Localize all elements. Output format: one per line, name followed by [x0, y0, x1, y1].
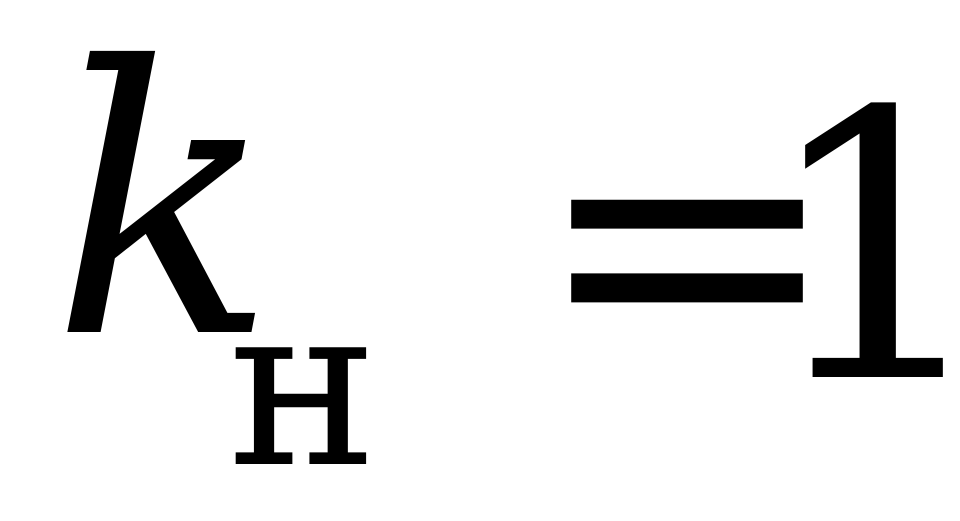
formula-equals-sign: = [532, 25, 843, 455]
formula-variable: k [52, 0, 277, 420]
formula-subscript: н [228, 256, 378, 518]
formula-value: 1 [760, 35, 960, 465]
